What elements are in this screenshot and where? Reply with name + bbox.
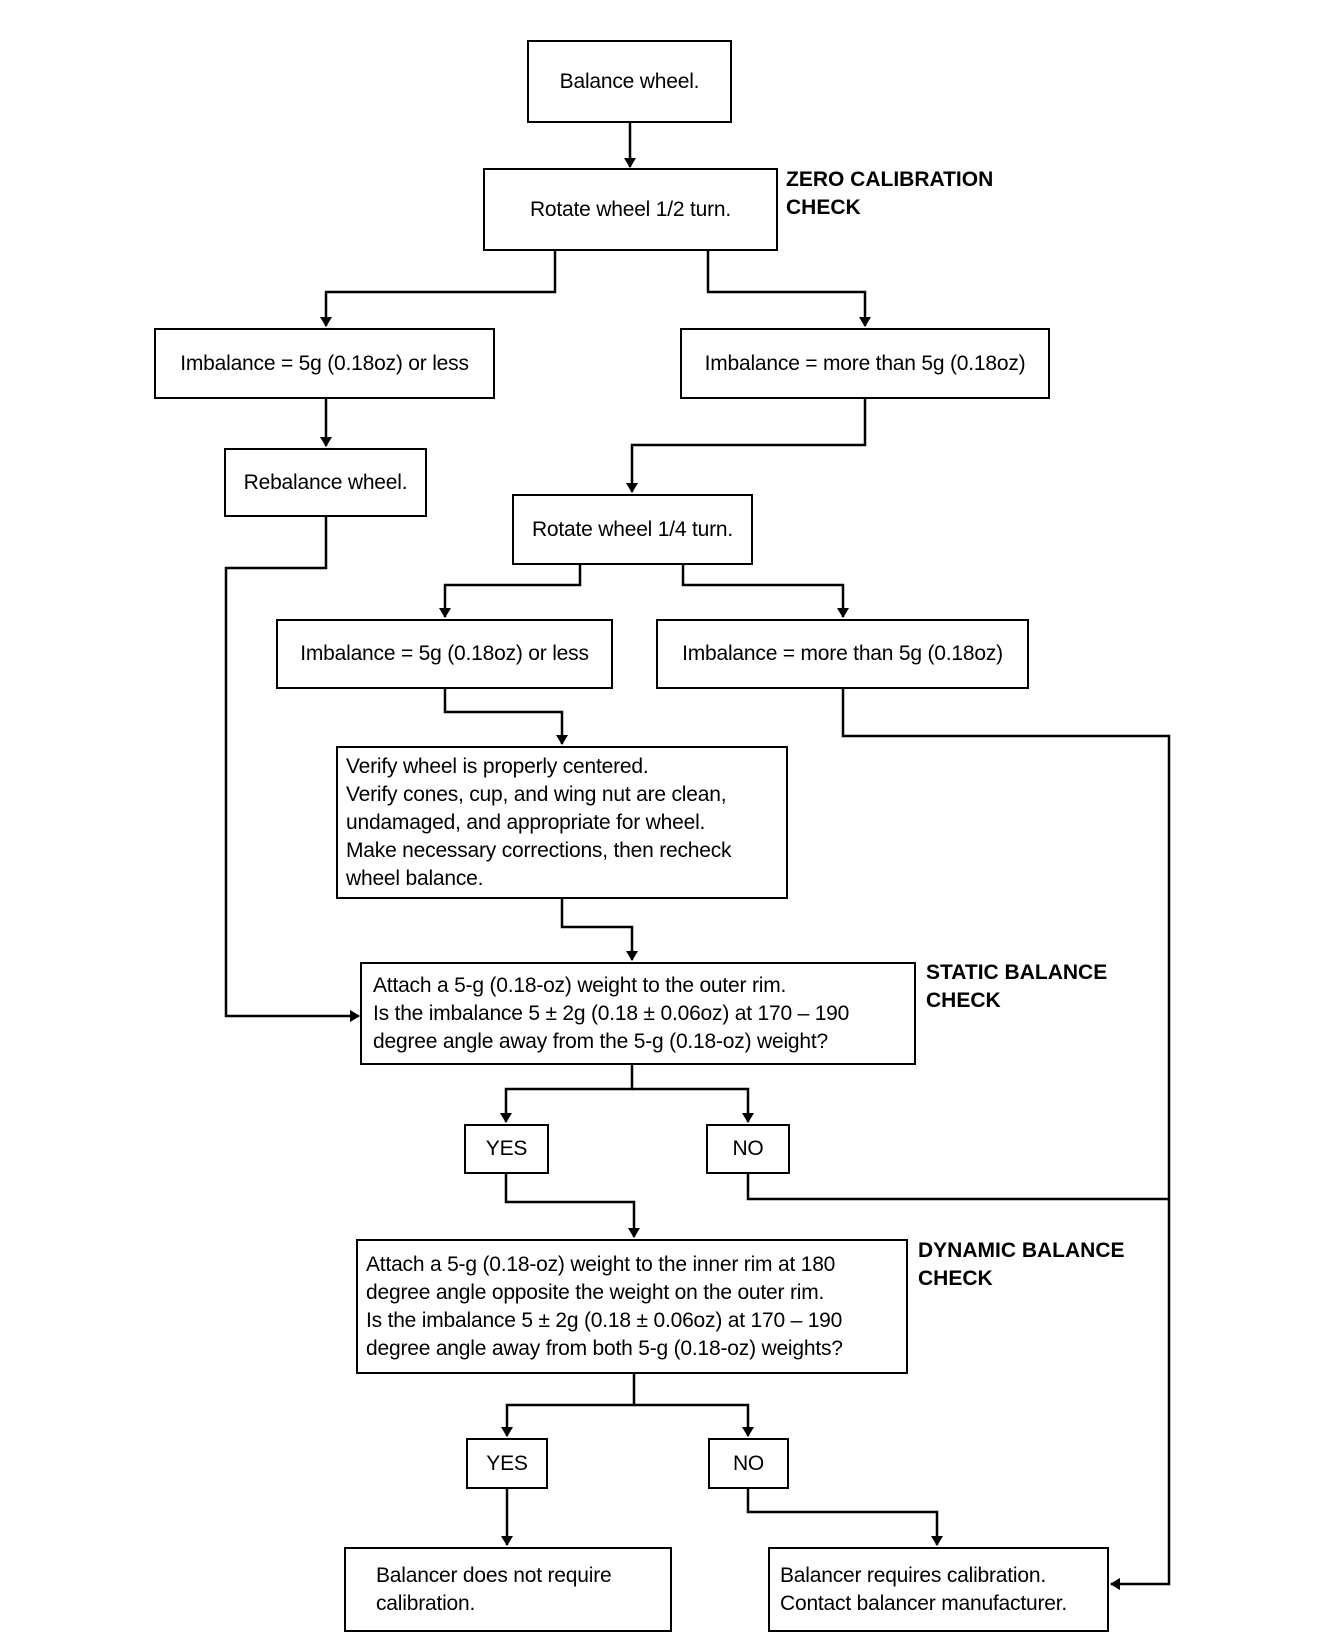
no-calibration-line-1: Balancer does not require: [376, 1563, 612, 1587]
dynamic-balance-check-box: Attach a 5-g (0.18-oz) weight to the inn…: [356, 1239, 908, 1374]
requires-calibration-box: Balancer requires calibration. Contact b…: [768, 1547, 1109, 1632]
verify-line-2: Verify cones, cup, and wing nut are clea…: [346, 782, 727, 806]
edge-yes-1-to-dynamic: [504, 1173, 640, 1238]
verify-wheel-box: Verify wheel is properly centered. Verif…: [336, 746, 788, 899]
rotate-half-turn-text: Rotate wheel 1/2 turn.: [529, 197, 732, 221]
dynamic-line-3: Is the imbalance 5 ± 2g (0.18 ± 0.06oz) …: [366, 1308, 843, 1332]
verify-line-3: undamaged, and appropriate for wheel.: [346, 810, 706, 834]
no-calibration-line-2: calibration.: [376, 1591, 476, 1615]
imbalance-more-text-2: Imbalance = more than 5g (0.18oz): [682, 642, 1003, 665]
no-text-1: NO: [732, 1137, 764, 1160]
rotate-half-turn-box: Rotate wheel 1/2 turn.: [483, 168, 778, 251]
edge-imb-more-1-to-rotate-quarter: [626, 398, 867, 493]
imbalance-more-text-1: Imbalance = more than 5g (0.18oz): [704, 351, 1026, 375]
edge-imb-more-2-to-requires-calibration: [841, 688, 1171, 1590]
edge-verify-to-static: [560, 898, 638, 961]
dynamic-line-4: degree angle away from both 5-g (0.18-oz…: [366, 1336, 843, 1360]
imbalance-less-box-2: Imbalance = 5g (0.18oz) or less: [276, 619, 613, 689]
edge-no-1-to-right-line: [746, 1173, 1169, 1201]
no-calibration-required-box: Balancer does not require calibration.: [344, 1547, 672, 1632]
requires-calibration-line-1: Balancer requires calibration.: [780, 1563, 1046, 1587]
static-line-2: Is the imbalance 5 ± 2g (0.18 ± 0.06oz) …: [373, 1001, 850, 1025]
requires-calibration-line-2: Contact balancer manufacturer.: [780, 1591, 1067, 1615]
balance-wheel-box: Balance wheel.: [527, 40, 732, 123]
no-box-1: NO: [706, 1124, 790, 1174]
edge-static-to-no-1: [632, 1087, 754, 1123]
verify-line-4: Make necessary corrections, then recheck: [346, 838, 732, 862]
balance-wheel-text: Balance wheel.: [559, 69, 700, 93]
dynamic-balance-check-label: DYNAMIC BALANCE CHECK: [918, 1239, 1125, 1290]
static-line-3: degree angle away from the 5-g (0.18-oz)…: [373, 1029, 828, 1053]
imbalance-less-text-2: Imbalance = 5g (0.18oz) or less: [300, 642, 589, 665]
edge-rotate-half-to-imb-less-1: [320, 250, 557, 327]
imbalance-more-box-2: Imbalance = more than 5g (0.18oz): [656, 619, 1029, 689]
imbalance-less-text-1: Imbalance = 5g (0.18oz) or less: [180, 351, 469, 375]
verify-line-5: wheel balance.: [346, 866, 484, 890]
static-balance-check-box: Attach a 5-g (0.18-oz) weight to the out…: [360, 962, 916, 1065]
edge-rotate-quarter-to-imb-less-2: [439, 564, 582, 618]
yes-box-1: YES: [464, 1124, 549, 1174]
edge-rotate-half-to-imb-more-1: [706, 250, 871, 327]
no-text-2: NO: [732, 1451, 765, 1475]
imbalance-less-box-1: Imbalance = 5g (0.18oz) or less: [154, 328, 495, 399]
yes-box-2: YES: [466, 1438, 548, 1489]
zero-calibration-check-label: ZERO CALIBRATION CHECK: [786, 168, 994, 219]
dynamic-line-2: degree angle opposite the weight on the …: [366, 1280, 825, 1304]
rebalance-wheel-text: Rebalance wheel.: [243, 470, 408, 494]
rotate-quarter-turn-box: Rotate wheel 1/4 turn.: [512, 494, 753, 565]
static-balance-check-label: STATIC BALANCE CHECK: [926, 961, 1108, 1012]
edge-dynamic-to-yes-2: [501, 1373, 636, 1437]
edge-rebalance-to-static: [224, 516, 360, 1022]
yes-text-1: YES: [485, 1137, 528, 1160]
dynamic-line-1: Attach a 5-g (0.18-oz) weight to the inn…: [366, 1252, 836, 1276]
verify-line-1: Verify wheel is properly centered.: [346, 754, 649, 778]
yes-text-2: YES: [486, 1451, 528, 1475]
rotate-quarter-turn-text: Rotate wheel 1/4 turn.: [531, 517, 734, 541]
edge-no-2-to-requires-calibration: [746, 1488, 943, 1546]
static-line-1: Attach a 5-g (0.18-oz) weight to the out…: [373, 973, 787, 997]
edge-imb-less-2-to-verify: [443, 688, 568, 745]
edge-static-to-yes-1: [500, 1064, 634, 1123]
edge-dynamic-to-no-2: [634, 1403, 754, 1437]
imbalance-more-box-1: Imbalance = more than 5g (0.18oz): [680, 328, 1050, 399]
edge-rotate-quarter-to-imb-more-2: [681, 564, 849, 618]
no-box-2: NO: [708, 1438, 789, 1489]
rebalance-wheel-box: Rebalance wheel.: [224, 448, 427, 517]
